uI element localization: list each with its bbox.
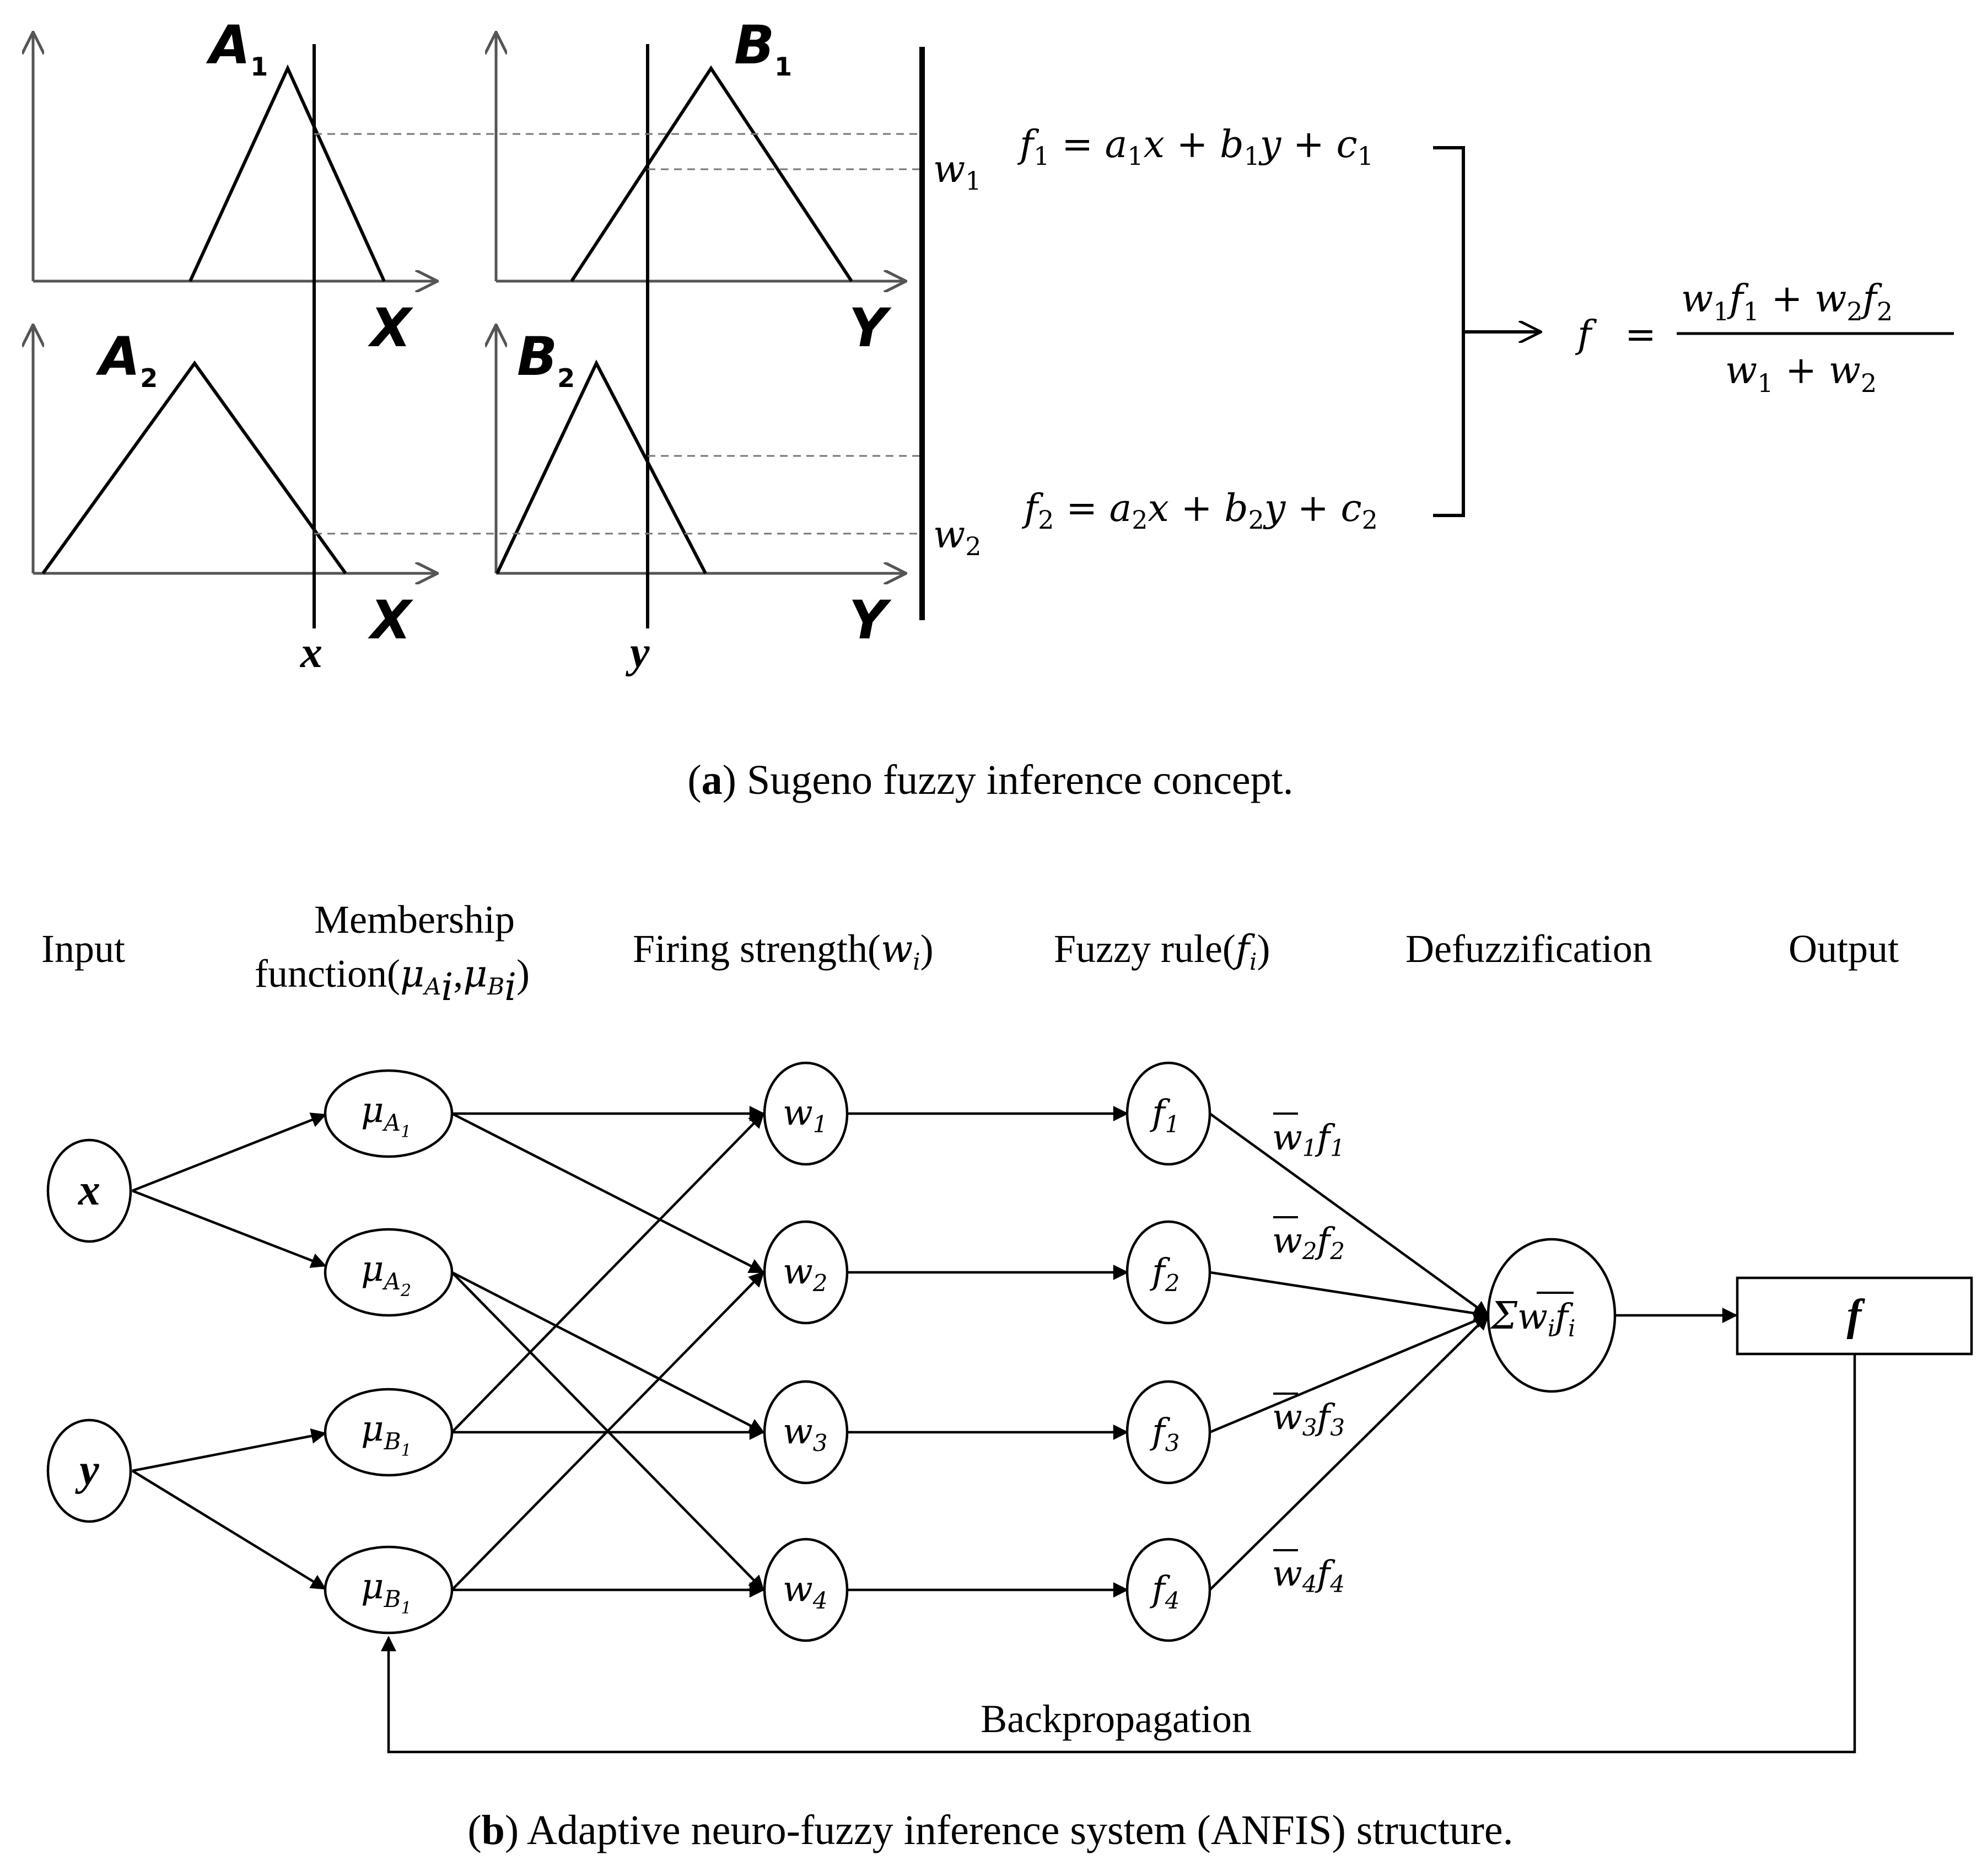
rule-node-f2: f2 <box>1125 1220 1211 1325</box>
svg-text:w4: w4 <box>783 1569 828 1614</box>
label-Y-bottom: Y <box>849 589 892 651</box>
sum-node: Σwifi <box>1486 1238 1617 1393</box>
header-membership-line1: Membership <box>314 897 515 942</box>
svg-text:μA2: μA2 <box>361 1249 411 1300</box>
plot-B2: B2 Y <box>496 326 904 651</box>
firing-node-w4: w4 <box>763 1538 849 1642</box>
membership-node-A1: μA1 <box>324 1069 454 1158</box>
output-box: f <box>1736 1276 1973 1356</box>
plot-A1: A1 X <box>33 14 435 359</box>
svg-text:w1 + w2: w1 + w2 <box>1725 349 1877 398</box>
membership-node-B1: μB1 <box>324 1388 454 1477</box>
edge-label-2: w2f2 <box>1272 1216 1345 1265</box>
plot-B1: B1 Y <box>496 14 904 359</box>
caption-a: (a) Sugeno fuzzy inference concept. <box>687 757 1293 803</box>
rule-1-equation: f1 = a1x + b1y + c1 <box>1017 123 1374 171</box>
edges-input-membership <box>131 1112 327 1590</box>
svg-text:w3: w3 <box>783 1411 828 1456</box>
label-Y-top: Y <box>849 297 892 359</box>
header-defuzz: Defuzzification <box>1405 927 1652 971</box>
edges-firing-rule <box>847 1106 1129 1598</box>
header-output: Output <box>1789 927 1899 971</box>
label-y-input: y <box>625 628 650 677</box>
label-A1: A1 <box>206 14 268 82</box>
label-w1: w1 <box>933 148 982 196</box>
svg-text:Σwifi: Σwifi <box>1489 1294 1575 1342</box>
label-X-top: X <box>368 297 413 359</box>
header-membership-line2: function(μAi,μBi) <box>255 952 530 1009</box>
firing-node-w2: w2 <box>763 1220 849 1325</box>
firing-node-w1: w1 <box>763 1061 849 1166</box>
header-input: Input <box>41 927 125 971</box>
svg-text:w1f1 + w2f2: w1f1 + w2f2 <box>1681 277 1893 326</box>
svg-text:w2: w2 <box>783 1251 828 1297</box>
firing-node-w3: w3 <box>763 1380 849 1485</box>
svg-text:μA1: μA1 <box>361 1090 411 1142</box>
plot-A2: A2 X <box>33 326 435 651</box>
edge-label-3: w3f3 <box>1272 1393 1345 1441</box>
svg-text:w4f4: w4f4 <box>1272 1554 1345 1598</box>
rule-node-f3: f3 <box>1125 1380 1211 1485</box>
label-B1: B1 <box>734 14 792 82</box>
label-A2: A2 <box>95 326 158 393</box>
svg-text:f: f <box>1575 313 1597 357</box>
svg-text:f4: f4 <box>1150 1569 1179 1614</box>
membership-node-B1-second: μB1 <box>324 1545 454 1635</box>
svg-text:w3f3: w3f3 <box>1272 1397 1345 1441</box>
rule-bracket <box>1433 146 1465 517</box>
panel-a: A1 X A2 X B1 Y B2 Y x <box>33 14 1954 803</box>
edges-membership-firing <box>451 1106 765 1598</box>
svg-text:w1f1: w1f1 <box>1272 1117 1345 1162</box>
edge-label-1: w1f1 <box>1272 1112 1345 1162</box>
output-formula: f = w1f1 + w2f2 w1 + w2 <box>1575 277 1954 398</box>
rule-node-f1: f1 <box>1125 1061 1211 1166</box>
caption-b: (b) Adaptive neuro-fuzzy inference syste… <box>467 1807 1513 1853</box>
svg-text:w2f2: w2f2 <box>1272 1221 1345 1265</box>
label-B2: B2 <box>517 326 575 393</box>
header-firing: Firing strength(wi) <box>633 927 934 975</box>
input-node-y: y <box>46 1418 132 1523</box>
label-x-input: x <box>300 628 322 677</box>
edge-label-4: w4f4 <box>1272 1549 1345 1598</box>
svg-text:=: = <box>1625 313 1656 357</box>
header-rule: Fuzzy rule(fi) <box>1054 927 1270 975</box>
backprop-loop <box>381 1353 1856 1754</box>
rule-2-equation: f2 = a2x + b2y + c2 <box>1021 487 1378 535</box>
rule-node-f4: f4 <box>1125 1538 1211 1642</box>
panel-b: Input Membership function(μAi,μBi) Firin… <box>41 897 1973 1853</box>
svg-text:μB1: μB1 <box>361 1566 412 1618</box>
svg-text:x: x <box>78 1166 100 1214</box>
svg-text:w1: w1 <box>783 1093 828 1138</box>
edges-rule-sum <box>1209 1112 1490 1591</box>
membership-node-A2: μA2 <box>324 1228 454 1317</box>
input-node-x: x <box>46 1138 132 1243</box>
label-w2: w2 <box>933 513 982 561</box>
label-X-bottom: X <box>368 589 413 651</box>
svg-text:μB1: μB1 <box>361 1409 412 1460</box>
label-backpropagation: Backpropagation <box>981 1697 1252 1741</box>
